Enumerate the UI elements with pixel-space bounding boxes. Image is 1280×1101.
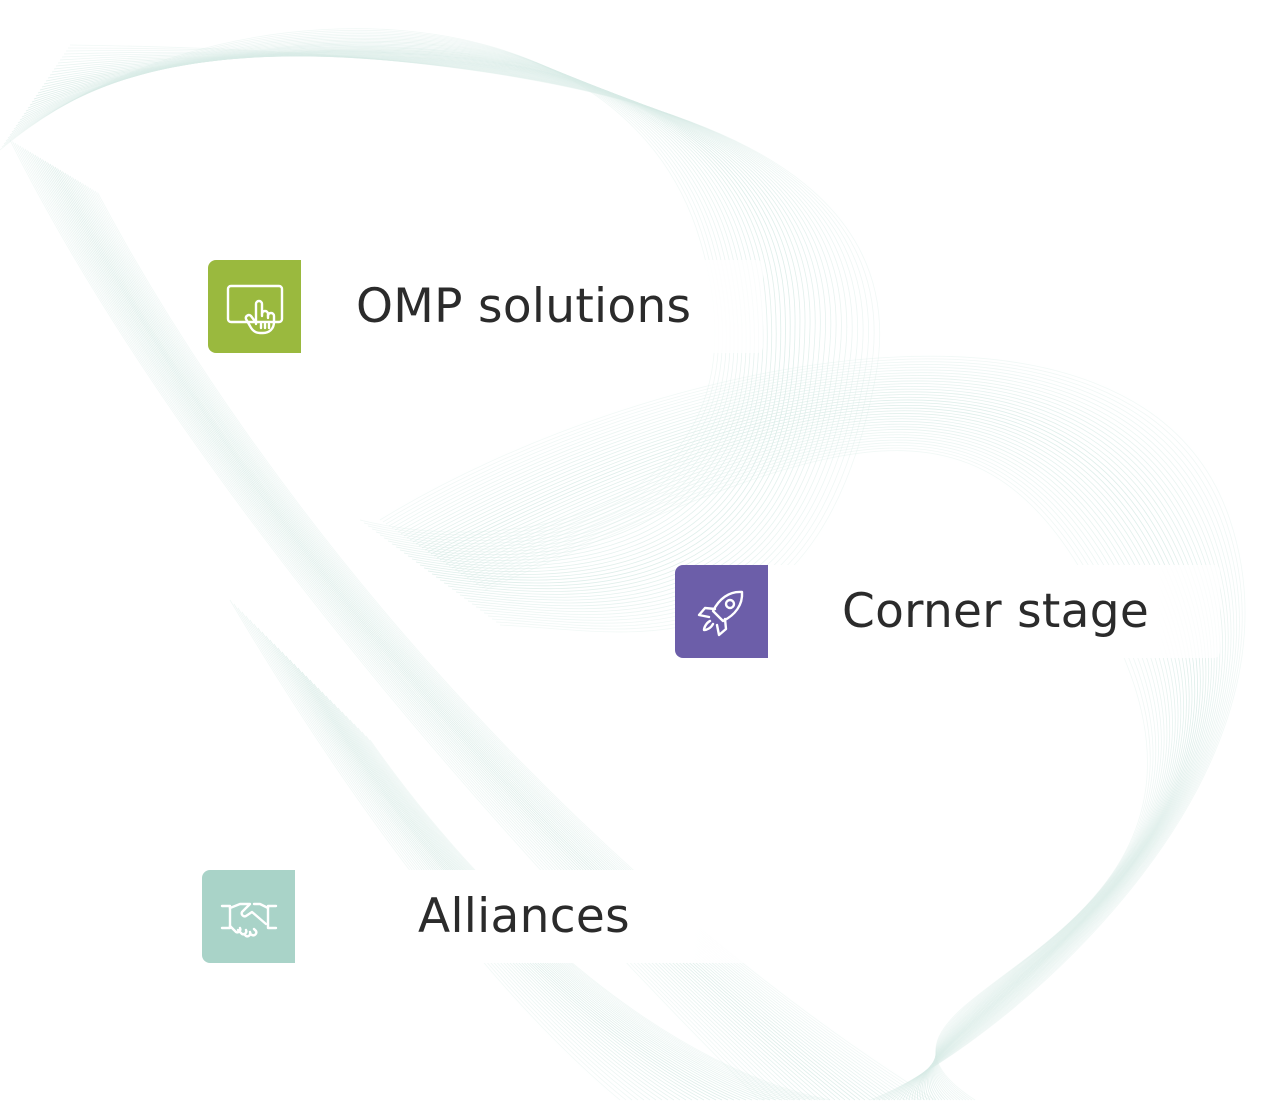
corner-stage-item[interactable]: Corner stage [675, 565, 1220, 658]
alliances-icon-box [202, 870, 295, 963]
corner-stage-icon-box [675, 565, 768, 658]
corner-stage-label: Corner stage [842, 584, 1150, 639]
touchscreen-hand-icon [226, 284, 283, 334]
omp-solutions-icon-box [208, 260, 301, 353]
handshake-icon [220, 902, 277, 937]
omp-solutions-item[interactable]: OMP solutions [208, 260, 763, 353]
alliances-label: Alliances [418, 889, 630, 944]
rocket-icon [697, 590, 743, 636]
omp-solutions-label: OMP solutions [356, 279, 692, 334]
alliances-item[interactable]: Alliances [202, 870, 757, 963]
